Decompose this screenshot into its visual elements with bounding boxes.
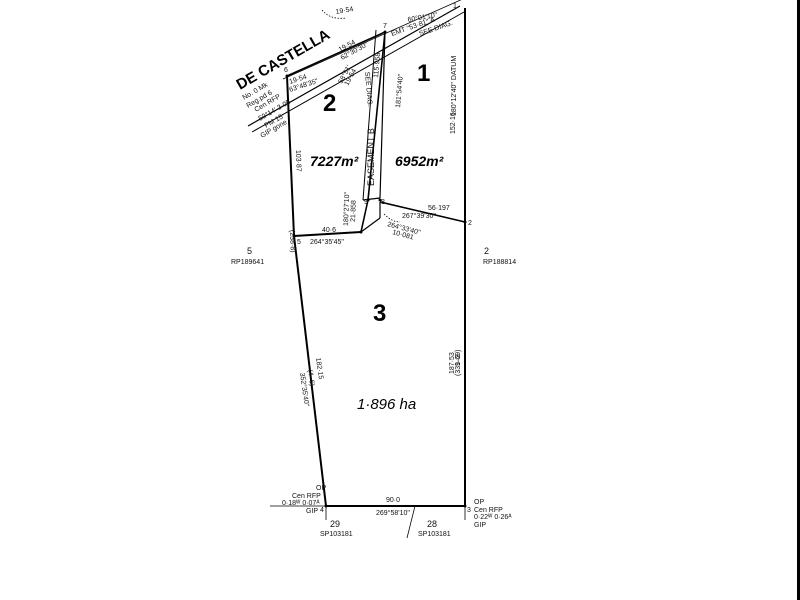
adjacent-lot-5-plan: RP189641 (231, 259, 264, 266)
cen-rfp-bottom-right: Cen RFP (474, 507, 503, 514)
bottom-distance: 90·0 (386, 497, 400, 504)
left-upper-distance: 103·87 (294, 150, 302, 172)
point-5: 5 (297, 239, 301, 246)
adjacent-lot-29: 29 (330, 519, 340, 529)
adjacent-lot-2: 2 (484, 246, 489, 256)
road-frontage (247, 0, 465, 133)
gip-bottom-left: GIP (306, 508, 318, 515)
cen-rfp-bottom-left: Cen RFP (292, 493, 321, 500)
point-6: 6 (284, 67, 288, 74)
adjacent-lot-29-plan: SP103181 (320, 531, 353, 538)
point-2: 2 (468, 220, 472, 227)
right-lower-bracket: 1–3 (455, 354, 462, 366)
op-bottom-right: OP (474, 499, 484, 506)
mid-distance: 56·197 (428, 205, 450, 212)
road-distance-top: 19·54 (335, 6, 354, 16)
point-3: 3 (467, 507, 471, 514)
left-bracket: (4–6) (306, 369, 315, 386)
lot-number-1: 1 (417, 60, 430, 87)
easement-bearing: 181°54'40" (394, 73, 405, 108)
right-lower-total: (339·69) (455, 350, 462, 376)
survey-annotations: EMT "53·81" A SEE DIAG. 60°01'10" 180°12… (242, 3, 513, 529)
lot-number-3: 3 (373, 300, 386, 327)
adjacent-lot-2-plan: RP188814 (483, 259, 516, 266)
scan-edge (797, 0, 800, 600)
easement-distance: 115·958 (373, 52, 382, 78)
left-distance-3: 182·15 (314, 357, 324, 380)
lot-area-1: 6952m² (395, 153, 444, 169)
lot-area-3: 1·896 ha (357, 396, 416, 413)
easement-label: EASEMENT B (366, 128, 376, 186)
lot2-bottom-bearing: 264°35'45" (310, 238, 344, 246)
right-upper-distance: 152·16 (450, 112, 457, 134)
op-bottom-left: OP (316, 485, 326, 492)
point-1: 1 (453, 3, 457, 10)
diag-distance: 21·858 (350, 200, 358, 222)
left-distance-2: (238·8) (288, 230, 296, 253)
gip-bottom-right: GIP (474, 522, 486, 529)
cen-rfp-bottom-left-value: 0·18ᵂ 0·07ᴬ (282, 499, 320, 507)
adjacent-lot-5: 5 (247, 246, 252, 256)
lot-area-2: 7227m² (310, 153, 359, 169)
point-4: 4 (320, 507, 324, 514)
point-8: 8 (381, 199, 385, 206)
diag-bearing: 180°27'10" (342, 191, 351, 226)
lot2-bottom-distance: 40·6 (322, 227, 336, 234)
mid-bearing: 267°39'30" (402, 212, 436, 220)
bottom-bearing: 269°58'10" (376, 509, 410, 517)
datum-label: 180°12'40" DATUM (450, 56, 458, 116)
right-lower-distance: 187·53 (449, 352, 456, 374)
adjacent-lot-28: 28 (427, 519, 437, 529)
lot-number-2: 2 (323, 90, 336, 117)
point-7: 7 (383, 23, 387, 30)
point-9: 9 (364, 199, 368, 206)
adjacent-lot-28-plan: SP103181 (418, 531, 451, 538)
see-diag-mid: SEE DIAG. (363, 72, 373, 108)
lot-boundaries (270, 8, 467, 539)
cen-rfp-bottom-right-value: 0·22ᵂ 0·26ᴬ (474, 513, 512, 521)
